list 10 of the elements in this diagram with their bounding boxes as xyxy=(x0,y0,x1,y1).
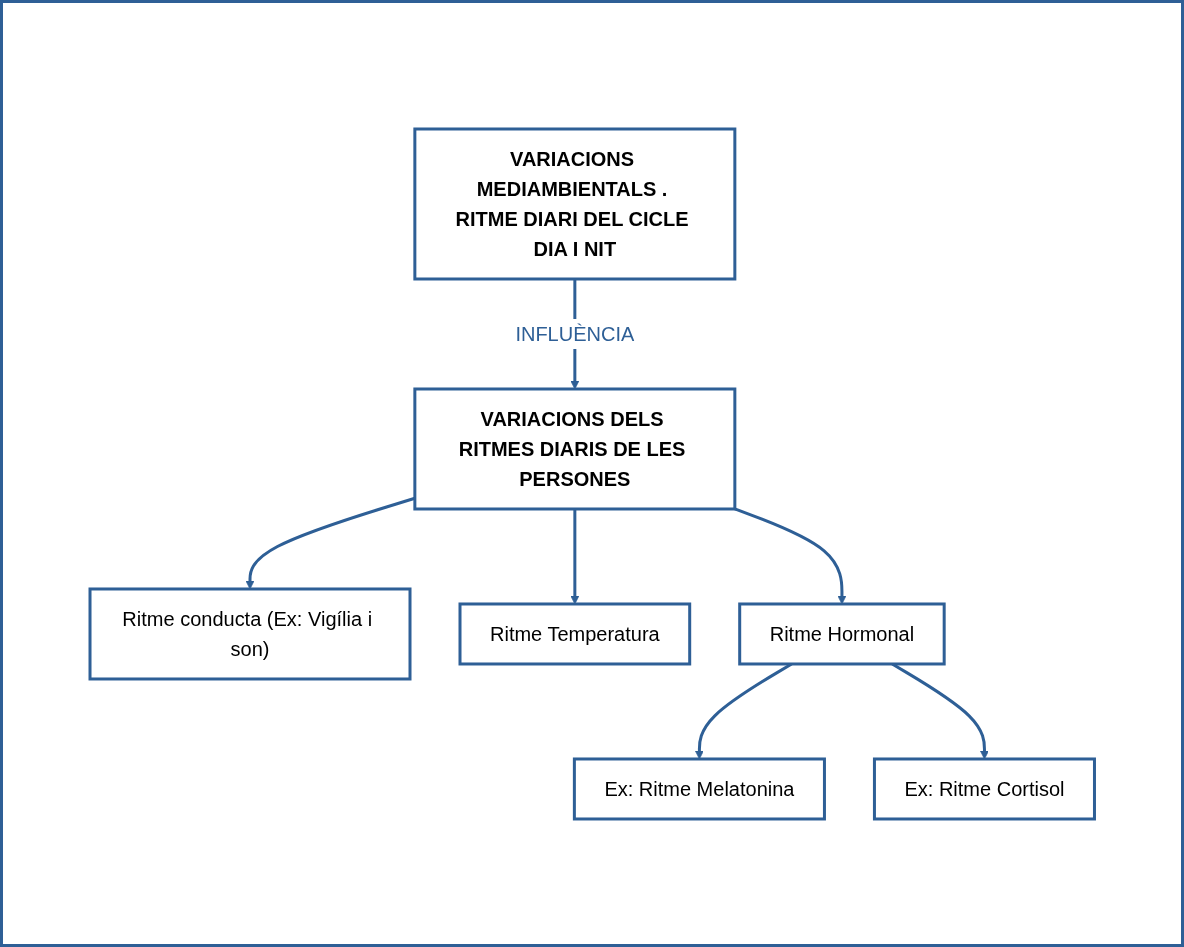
node-box: Ritme Temperatura xyxy=(458,602,691,665)
node-box: VARIACIONS DELS RITMES DIARIS DE LES PERSONES xyxy=(413,387,737,510)
edge-label: INFLUÈNCIA xyxy=(515,322,635,345)
node-box: Ex: Ritme Cortisol xyxy=(872,757,1096,820)
node-box: Ex: Ritme Melatonina xyxy=(572,757,826,820)
arrow xyxy=(734,507,847,604)
node-box: Ritme Hormonal xyxy=(737,602,946,665)
arrow xyxy=(570,508,579,604)
node-box: VARIACIONS MEDIAMBIENTALS . RITME DIARI DEL CICLE DIA I NIT xyxy=(413,127,737,280)
node-box: Ritme conducta (Ex: Vigília i son) xyxy=(88,587,412,680)
